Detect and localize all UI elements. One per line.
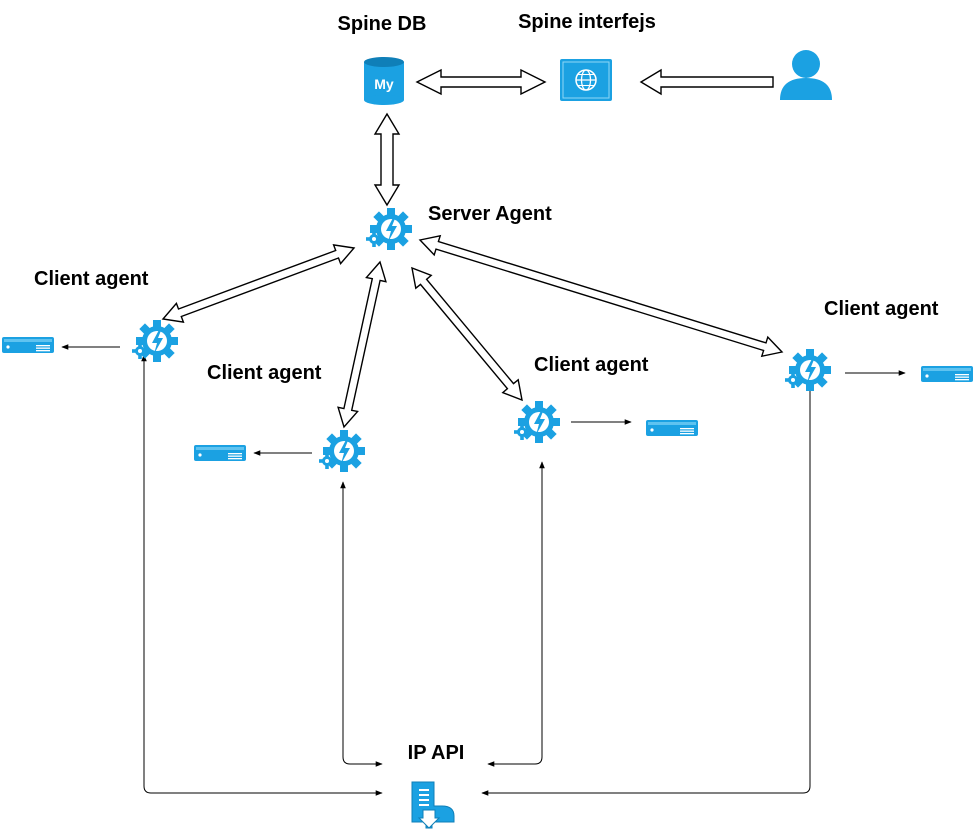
client2-api-line: [340, 481, 383, 767]
db-interface-arrow: [415, 68, 547, 96]
server-client4-arrow: [418, 234, 784, 358]
spine-db-label: Spine DB: [337, 13, 427, 35]
db-icon-text: My: [374, 76, 394, 92]
server-client3-arrow: [411, 266, 523, 402]
client-agent-1-label: Client agent: [34, 268, 149, 290]
db-server-arrow: [373, 112, 401, 207]
user-icon: [780, 50, 832, 100]
globe-window-icon: [560, 59, 612, 101]
client-agent-2-label: Client agent: [207, 362, 322, 384]
client-agent-4-label: Client agent: [824, 298, 939, 320]
ip-api-label: IP API: [407, 742, 465, 764]
client-3-device-icon: [646, 420, 698, 436]
spine-interface-label: Spine interfejs: [518, 11, 656, 33]
client3-api-line: [487, 461, 545, 767]
client-agent-4-icon: [785, 349, 831, 391]
client-agent-1-icon: [132, 320, 178, 362]
server-agent-icon: [366, 208, 412, 250]
server-agent-label: Server Agent: [428, 203, 552, 225]
document-api-icon: [411, 781, 455, 829]
client-2-device-icon: [194, 445, 246, 461]
connectors: [61, 344, 906, 796]
client4-api-line: [481, 380, 813, 796]
server-client2-arrow: [337, 260, 387, 429]
server-client1-arrow: [161, 244, 356, 323]
client-agent-3-icon: [514, 401, 560, 443]
mysql-database-icon: My: [364, 57, 404, 105]
client-4-device-icon: [921, 366, 973, 382]
client-agent-2-icon: [319, 430, 365, 472]
client1-api-line: [141, 354, 383, 796]
client-1-device-icon: [2, 337, 54, 353]
client-agent-3-label: Client agent: [534, 354, 649, 376]
user-interface-arrow: [639, 68, 774, 96]
